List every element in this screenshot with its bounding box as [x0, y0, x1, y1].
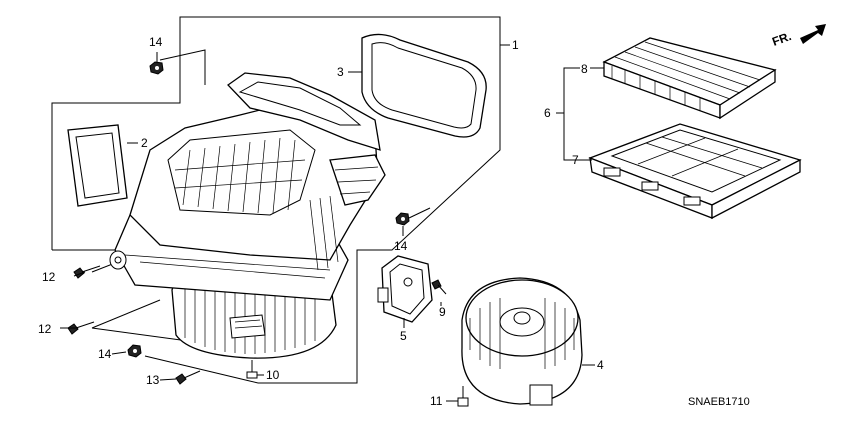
callout-2: 2 — [141, 136, 148, 150]
screw-9 — [431, 279, 447, 295]
assembly-bracket-lines — [51, 16, 510, 384]
callout-13: 13 — [146, 373, 160, 387]
callout-9: 9 — [439, 305, 446, 319]
callout-3: 3 — [337, 65, 344, 79]
blower-housing-part-1 — [109, 72, 386, 359]
callout-14-top: 14 — [149, 35, 163, 49]
screw-11 — [457, 386, 469, 407]
fastener-14-right — [395, 207, 431, 236]
callout-labels: 1 2 3 4 5 6 7 8 9 10 11 12 12 13 14 14 1… — [38, 35, 750, 408]
actuator-part-5 — [377, 255, 433, 328]
callout-8: 8 — [581, 62, 588, 76]
filter-frame-part-7 — [578, 123, 802, 220]
callout-10: 10 — [266, 368, 280, 382]
gasket-part-3 — [348, 33, 487, 138]
blower-motor-part-4 — [461, 277, 595, 406]
fastener-14-top — [149, 52, 164, 75]
callout-14-right: 14 — [394, 239, 408, 253]
fastener-14-bottom — [127, 344, 142, 358]
screw-12-lower — [67, 321, 95, 335]
screw-13 — [175, 370, 201, 385]
callout-12-upper: 12 — [42, 270, 56, 284]
callout-1: 1 — [512, 38, 519, 52]
callout-11: 11 — [430, 394, 443, 408]
callout-4: 4 — [597, 358, 604, 372]
callout-7: 7 — [572, 153, 579, 167]
screw-10 — [246, 360, 258, 379]
callout-14-bottom: 14 — [98, 347, 112, 361]
diagram-code: SNAEB1710 — [688, 396, 750, 408]
callout-6: 6 — [544, 106, 551, 120]
callout-12-lower: 12 — [38, 322, 52, 336]
screw-12-upper — [73, 265, 101, 279]
front-direction-indicator: FR. — [770, 24, 826, 49]
seal-part-2 — [67, 124, 138, 207]
bracket-6 — [556, 67, 580, 161]
filter-part-8 — [590, 37, 777, 120]
leader-lines — [60, 271, 458, 402]
callout-5: 5 — [400, 329, 407, 343]
front-label: FR. — [770, 29, 793, 49]
